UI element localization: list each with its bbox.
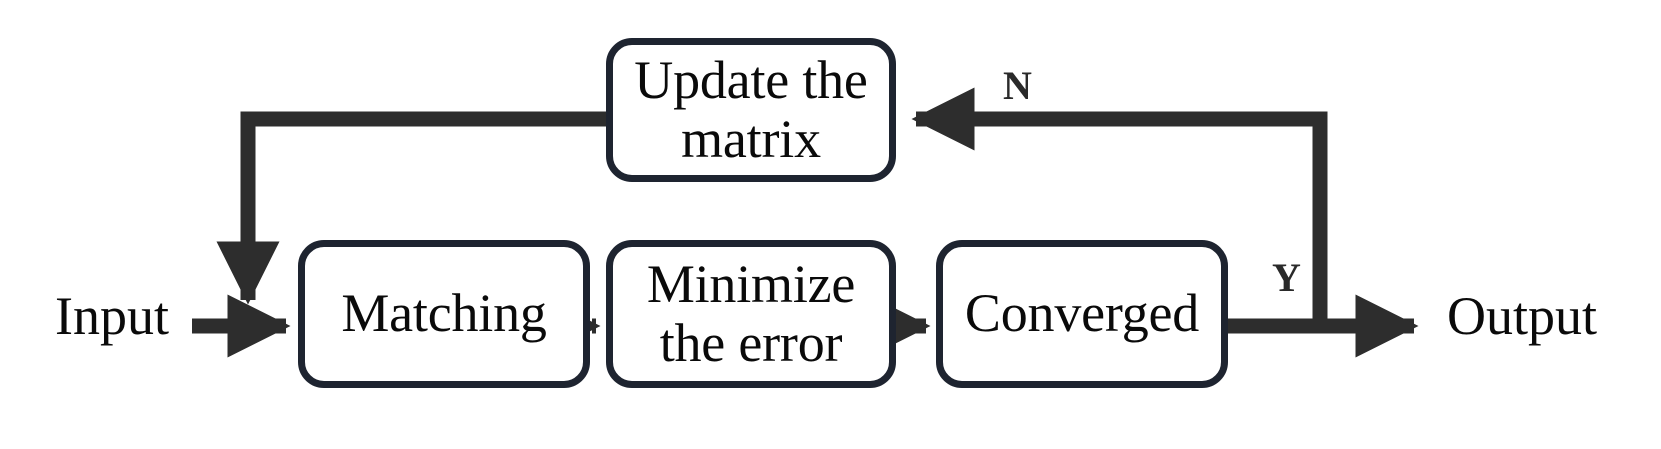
branch-label-yes: Y (1272, 255, 1301, 300)
node-update-the-matrix-label: Update the matrix (634, 49, 868, 169)
terminal-output-label: Output (1447, 286, 1598, 346)
terminal-input-label: Input (55, 286, 169, 346)
node-minimize-the-error-label: Minimize the error (646, 253, 856, 373)
node-converged[interactable]: Converged (936, 240, 1228, 388)
edge-update-to-matching (216, 111, 606, 305)
node-matching-label: Matching (341, 283, 547, 344)
branch-label-no: N (1003, 63, 1032, 108)
node-minimize-the-error[interactable]: Minimize the error (606, 240, 896, 388)
edge-converged-to-update (911, 87, 1328, 326)
node-matching[interactable]: Matching (298, 240, 590, 388)
node-update-the-matrix[interactable]: Update the matrix (606, 38, 896, 182)
node-converged-label: Converged (964, 283, 1200, 344)
